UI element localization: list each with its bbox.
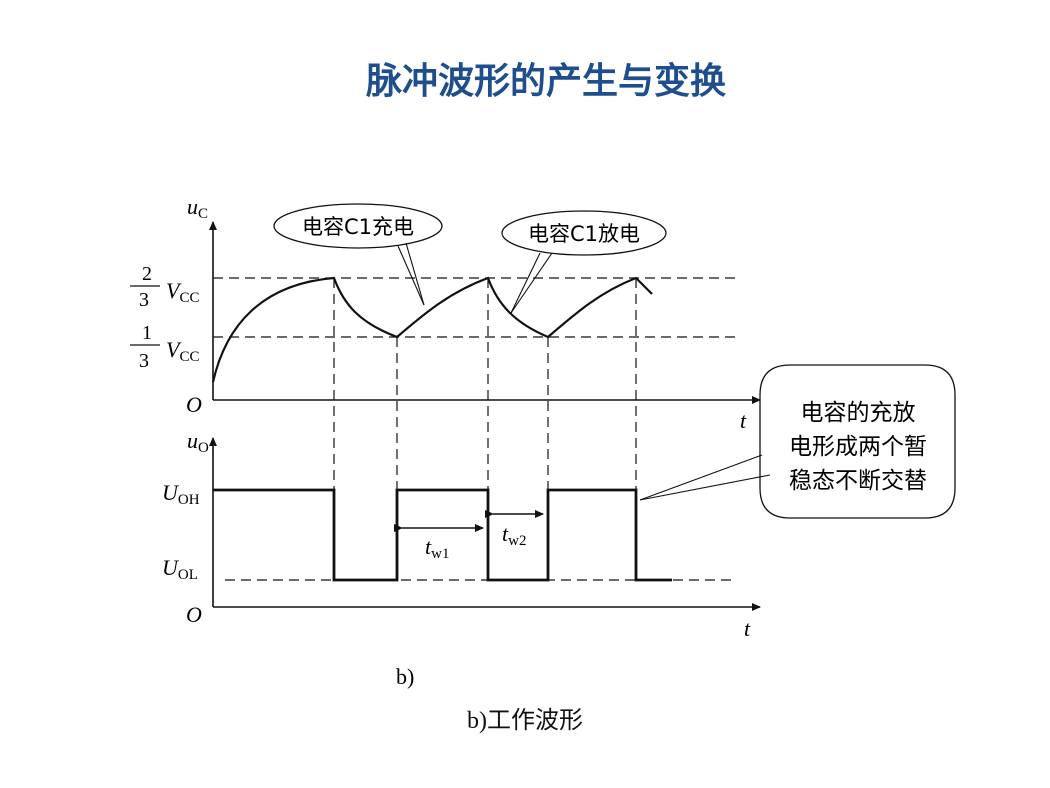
slide-title: 脉冲波形的产生与变换 <box>365 61 726 102</box>
lower-level-numerator: 1 <box>142 322 152 344</box>
discharge-callout-text: 电容C1放电 <box>528 222 640 246</box>
top-origin-label: O <box>186 392 202 417</box>
uo-axis-label: uO <box>187 428 209 456</box>
top-time-label: t <box>740 408 747 433</box>
note-callout-pointer-a <box>639 454 763 501</box>
charge-callout-pointer-a <box>397 245 425 306</box>
charge-callout-text: 电容C1充电 <box>302 215 414 239</box>
bottom-time-label: t <box>744 616 751 641</box>
bottom-origin-label: O <box>186 602 202 627</box>
discharge-callout-pointer-b <box>510 252 553 314</box>
discharge-callout-pointer-a <box>510 252 541 314</box>
upper-level-denominator: 3 <box>139 289 149 311</box>
tw2-label: tw2 <box>502 521 526 549</box>
note-callout-pointer-b <box>639 474 771 501</box>
note-callout-line-2: 电形成两个暂 <box>789 434 927 460</box>
uoh-level-label: UOH <box>162 480 200 508</box>
charge-callout-bubble <box>273 203 443 249</box>
tw1-label: tw1 <box>425 534 449 562</box>
figure-sublabel: b) <box>396 664 414 689</box>
lower-level-denominator: 3 <box>139 350 149 372</box>
upper-level-numerator: 2 <box>142 263 152 285</box>
note-callout-line-3: 稳态不断交替 <box>789 468 927 494</box>
lower-level-vcc: VCC <box>166 337 199 365</box>
discharge-callout-bubble <box>501 210 667 256</box>
output-square-wave <box>213 488 672 582</box>
upper-level-vcc: VCC <box>166 278 199 306</box>
note-callout-bubble <box>759 364 956 519</box>
note-callout-line-1: 电容的充放 <box>801 400 916 426</box>
charge-callout-pointer-b <box>405 242 425 306</box>
slide-caption: b)工作波形 <box>467 708 583 734</box>
capacitor-voltage-curve <box>211 276 653 383</box>
uol-level-label: UOL <box>162 555 198 583</box>
uc-axis-label: uC <box>187 194 208 222</box>
